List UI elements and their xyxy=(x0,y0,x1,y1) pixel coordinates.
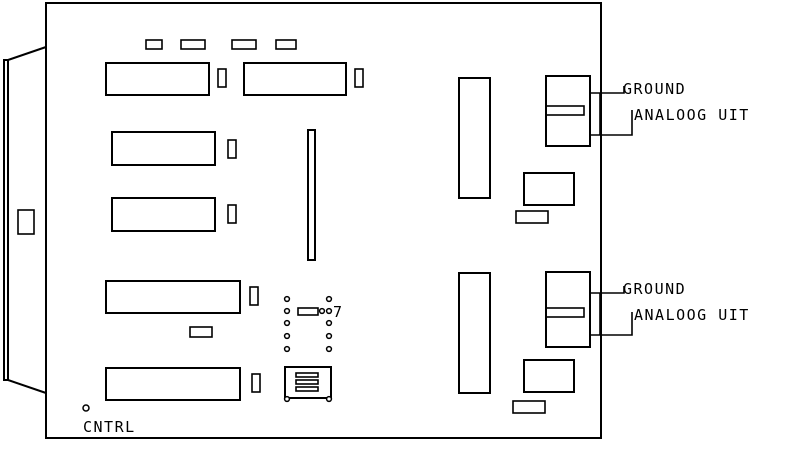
upper-small-pad xyxy=(515,210,549,224)
upper-connector-block xyxy=(458,77,491,199)
ic-chip-4 xyxy=(111,197,237,232)
ic-chip-2 xyxy=(243,62,364,96)
lower-output-label: ANALOOG UIT xyxy=(634,306,750,324)
lower-ground-label: GROUND xyxy=(623,280,686,298)
jumper-label: 7 xyxy=(333,303,344,321)
vertical-slot xyxy=(307,129,316,261)
jumper-header xyxy=(283,295,333,353)
control-hole xyxy=(82,404,90,412)
lower-terminal-connector xyxy=(545,271,633,348)
lower-regulator xyxy=(523,359,575,393)
upper-regulator xyxy=(523,172,575,206)
upper-ground-label: GROUND xyxy=(623,80,686,98)
ic-chip-3 xyxy=(111,131,237,166)
pcb-outline xyxy=(45,2,602,439)
lower-small-pad xyxy=(512,400,546,414)
trimmer-potentiometer xyxy=(283,366,333,403)
upper-output-label: ANALOOG UIT xyxy=(634,106,750,124)
lower-connector-block xyxy=(458,272,491,394)
ic-chip-6 xyxy=(105,367,261,401)
top-pads xyxy=(145,39,297,50)
edge-connector-bracket xyxy=(3,46,47,394)
control-label: CNTRL xyxy=(83,418,136,436)
upper-terminal-connector xyxy=(545,75,633,147)
ic-chip-5 xyxy=(105,280,259,314)
ic-chip-1 xyxy=(105,62,227,96)
small-pad-left xyxy=(189,326,213,338)
